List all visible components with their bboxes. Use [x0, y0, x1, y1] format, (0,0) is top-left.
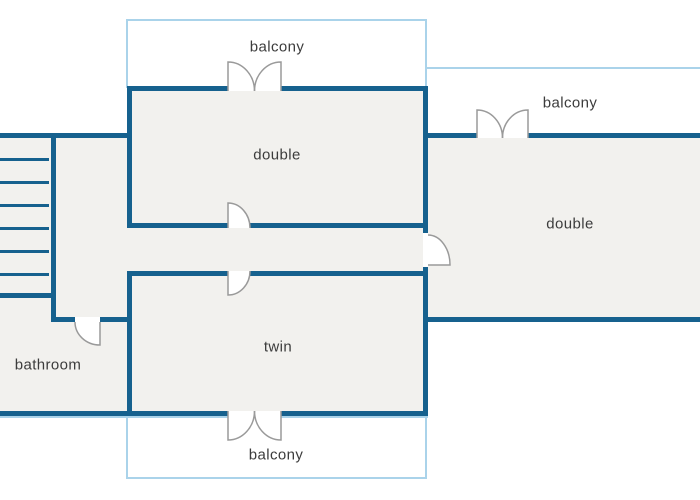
- wall-east-shared-b: [423, 267, 428, 416]
- wall-outer-top-left: [0, 133, 130, 138]
- balcony-right-outline-top: [425, 67, 700, 69]
- wall-double-upper-bottom-b: [250, 223, 428, 228]
- balcony-bottom-outline-bottom: [126, 477, 427, 479]
- wall-bathroom-top-b: [100, 317, 132, 322]
- wall-double-right-bottom: [423, 317, 700, 322]
- room-label-balcony-right: balcony: [542, 94, 598, 112]
- wall-outer-bottom-a: [0, 411, 228, 416]
- doorway-gap-corridor-east: [423, 233, 428, 267]
- balcony-right-outline-left: [425, 67, 427, 88]
- balcony-bottom-outline-left: [126, 416, 128, 479]
- stair-tread: [0, 227, 49, 230]
- wall-hall-west: [51, 133, 56, 322]
- wall-twin-left: [127, 271, 132, 416]
- wall-double-upper-top-b: [281, 86, 428, 91]
- balcony-top-outline-right: [425, 19, 427, 88]
- wall-double-upper-top-a: [127, 86, 228, 91]
- balcony-bottom-outline-right: [425, 416, 427, 479]
- double-right-floor: [423, 133, 700, 322]
- room-label-balcony-bottom: balcony: [248, 446, 304, 464]
- door-bathroom: [74, 321, 101, 346]
- door-twin: [227, 270, 251, 296]
- wall-double-right-top-b: [528, 133, 700, 138]
- wall-outer-bottom-b: [281, 411, 428, 416]
- room-label-double-right: double: [546, 215, 594, 233]
- balcony-top-outline-top: [126, 19, 427, 21]
- room-label-bathroom: bathroom: [14, 356, 82, 374]
- room-label-twin: twin: [263, 338, 293, 356]
- room-label-double-upper: double: [253, 146, 301, 164]
- terrace-edge-line: [0, 416, 428, 418]
- stair-tread: [0, 204, 49, 207]
- wall-twin-top-b: [250, 271, 428, 276]
- french-door-balcony-right: [476, 109, 529, 139]
- stair-tread: [0, 158, 49, 161]
- stair-tread: [0, 273, 49, 276]
- wall-double-upper-bottom-a: [127, 223, 228, 228]
- door-double-upper: [227, 202, 251, 229]
- wall-bathroom-top-a: [51, 317, 75, 322]
- wall-east-shared-a: [423, 86, 428, 233]
- stair-tread: [0, 181, 49, 184]
- room-label-balcony-top: balcony: [249, 38, 305, 56]
- french-door-balcony-top: [227, 61, 282, 92]
- wall-stairwell-bottom: [0, 293, 56, 298]
- wall-double-right-top-a: [423, 133, 477, 138]
- doorway-gap-bathroom: [75, 317, 100, 322]
- french-door-balcony-bottom: [227, 410, 282, 441]
- wall-twin-top-a: [127, 271, 228, 276]
- balcony-top-outline-left: [126, 19, 128, 88]
- stair-tread: [0, 250, 49, 253]
- wall-double-upper-left: [127, 86, 132, 228]
- door-double-right: [427, 234, 451, 266]
